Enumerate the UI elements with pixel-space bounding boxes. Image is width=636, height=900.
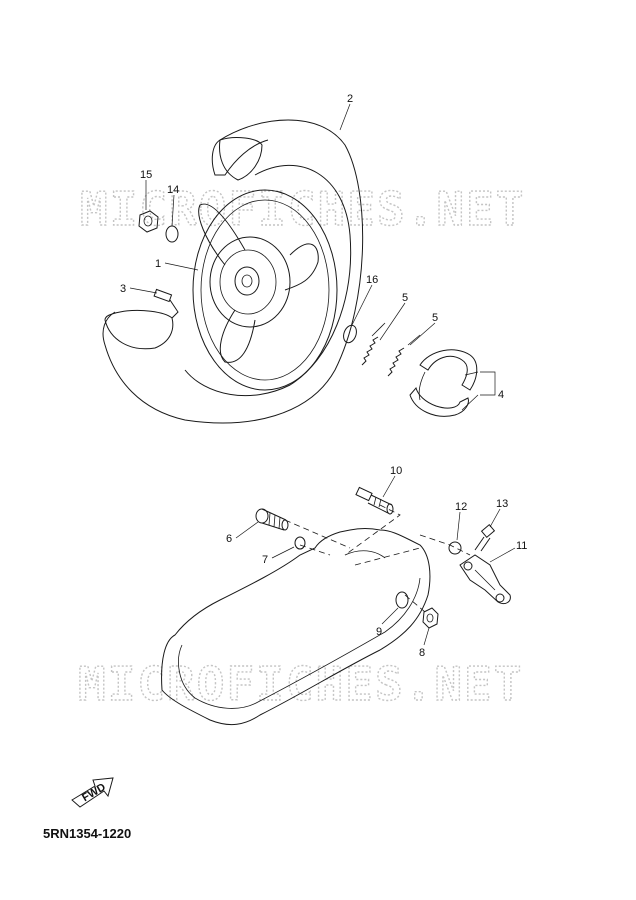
leader-3	[129, 287, 158, 294]
hub-outer	[209, 236, 291, 328]
assembly-line-5	[404, 594, 426, 613]
leader-11	[489, 547, 516, 563]
leader-16	[351, 284, 373, 326]
leader-8	[423, 627, 430, 646]
leader-5b	[409, 322, 436, 346]
o-ring-16	[343, 324, 357, 344]
crankcase-cover	[161, 528, 431, 726]
hub-bore	[241, 274, 253, 288]
leader-4	[461, 371, 496, 411]
cover-inner-edge	[178, 577, 421, 709]
rim-outer	[192, 189, 338, 391]
rear-wheel-assembly	[102, 119, 364, 424]
tire-section-bottom	[104, 309, 174, 350]
callout-3: 3	[120, 283, 126, 295]
leader-1	[164, 262, 199, 271]
callout-8: 8	[419, 647, 425, 659]
watermark-bottom: MICROFICHES.NET	[78, 657, 523, 711]
cover-outline	[161, 528, 431, 726]
callout-11: 11	[516, 540, 527, 552]
fwd-label: FWD	[80, 781, 108, 804]
callout-14: 14	[167, 184, 179, 196]
callout-1: 1	[155, 258, 161, 270]
spring-5b	[387, 334, 421, 377]
brake-shoe-set	[409, 349, 478, 417]
leader-12	[456, 511, 461, 541]
callout-2: 2	[347, 93, 353, 105]
leader-9	[381, 607, 399, 625]
o-ring-7	[294, 536, 306, 550]
rim-inner	[200, 199, 330, 381]
callout-12: 12	[455, 501, 467, 513]
spring-5a	[361, 322, 386, 366]
assembly-line-4	[419, 534, 471, 556]
nut-15	[138, 210, 159, 233]
leader-14	[171, 194, 175, 227]
callout-5a: 5	[402, 292, 408, 304]
callout-13: 13	[496, 498, 508, 510]
bolt-6	[255, 508, 289, 531]
callout-10: 10	[390, 465, 402, 477]
hub-center	[234, 266, 260, 296]
leader-2	[339, 103, 351, 131]
assembly-line-3	[299, 544, 331, 556]
assembly-line-1	[344, 504, 401, 556]
leader-6	[235, 521, 259, 539]
forward-arrow-icon: FWD	[71, 777, 114, 808]
tire-section-top	[219, 137, 263, 181]
callout-6: 6	[226, 533, 232, 545]
wheel-spoke-3	[219, 309, 256, 363]
nut-8	[422, 607, 439, 629]
leader-5a	[379, 302, 406, 341]
hub-mid	[219, 249, 277, 315]
leader-13	[489, 508, 501, 528]
assembly-line-2	[284, 519, 351, 549]
bolt-13	[474, 524, 496, 552]
watermark-top: MICROFICHES.NET	[80, 182, 525, 236]
washer-9	[395, 591, 409, 609]
wheel-spoke-2	[284, 243, 319, 291]
callout-9: 9	[376, 626, 382, 638]
callout-7: 7	[262, 554, 268, 566]
tire-inner-wall	[184, 164, 352, 397]
callout-16: 16	[366, 274, 378, 286]
assembly-line-6	[354, 547, 421, 566]
callout-5b: 5	[432, 312, 438, 324]
leader-7	[271, 546, 295, 559]
tire-outline	[102, 119, 364, 424]
callout-4: 4	[498, 389, 504, 401]
bracket-11	[459, 554, 511, 605]
washer-12	[448, 541, 462, 555]
wheel-spoke-1	[198, 203, 246, 266]
tire-valve	[153, 288, 179, 319]
leader-10	[382, 475, 396, 498]
callout-15: 15	[140, 169, 152, 181]
fitting-10	[355, 486, 394, 515]
diagram-code: 5RN1354-1220	[43, 826, 132, 841]
cover-rib	[344, 550, 386, 559]
